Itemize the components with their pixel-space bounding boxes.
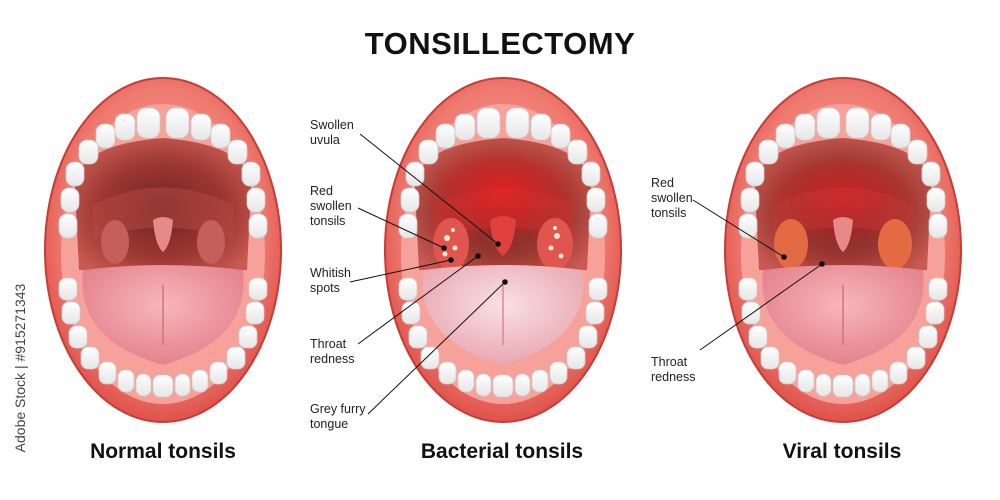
label-throat-redness-bacterial: Throat redness [310,337,355,366]
upper-teeth [58,107,268,239]
upper-teeth [398,107,608,239]
label-swollen-uvula: Swollen uvula [310,118,354,147]
tonsil-right [537,218,573,270]
leader-lines-viral [692,199,825,351]
upper-teeth [738,107,948,239]
label-grey-furry-tongue: Grey furry tongue [310,402,366,431]
mouth-normal [44,77,282,423]
leader-lines-bacterial [349,133,508,415]
throat-redness [423,145,583,245]
tonsil-left [433,218,469,270]
label-red-swollen-tonsils-viral: Red swollen tonsils [651,176,693,220]
mouth-bacterial [384,77,622,423]
tonsil-left [101,220,129,264]
mouth-viral [724,77,962,423]
whitish-spots [442,226,564,259]
label-red-swollen-tonsils-bacterial: Red swollen tonsils [310,184,352,228]
caption-normal-tonsils: Normal tonsils [90,440,236,463]
uvula [833,217,853,252]
uvula [153,217,173,252]
lower-teeth [398,277,608,398]
diagram-title: TONSILLECTOMY [364,26,636,61]
tonsil-right [197,220,225,264]
caption-bacterial-tonsils: Bacterial tonsils [420,440,584,463]
label-whitish-spots: Whitish spots [310,266,351,295]
tonsil-left [774,219,808,269]
label-throat-redness-viral: Throat redness [651,355,696,384]
lower-teeth [58,277,268,398]
stock-watermark: Adobe Stock | #915271343 [12,283,28,453]
lower-teeth [738,277,948,398]
tonsil-right [878,219,912,269]
throat-redness [765,154,921,246]
caption-viral-tonsils: Viral tonsils [782,440,902,463]
